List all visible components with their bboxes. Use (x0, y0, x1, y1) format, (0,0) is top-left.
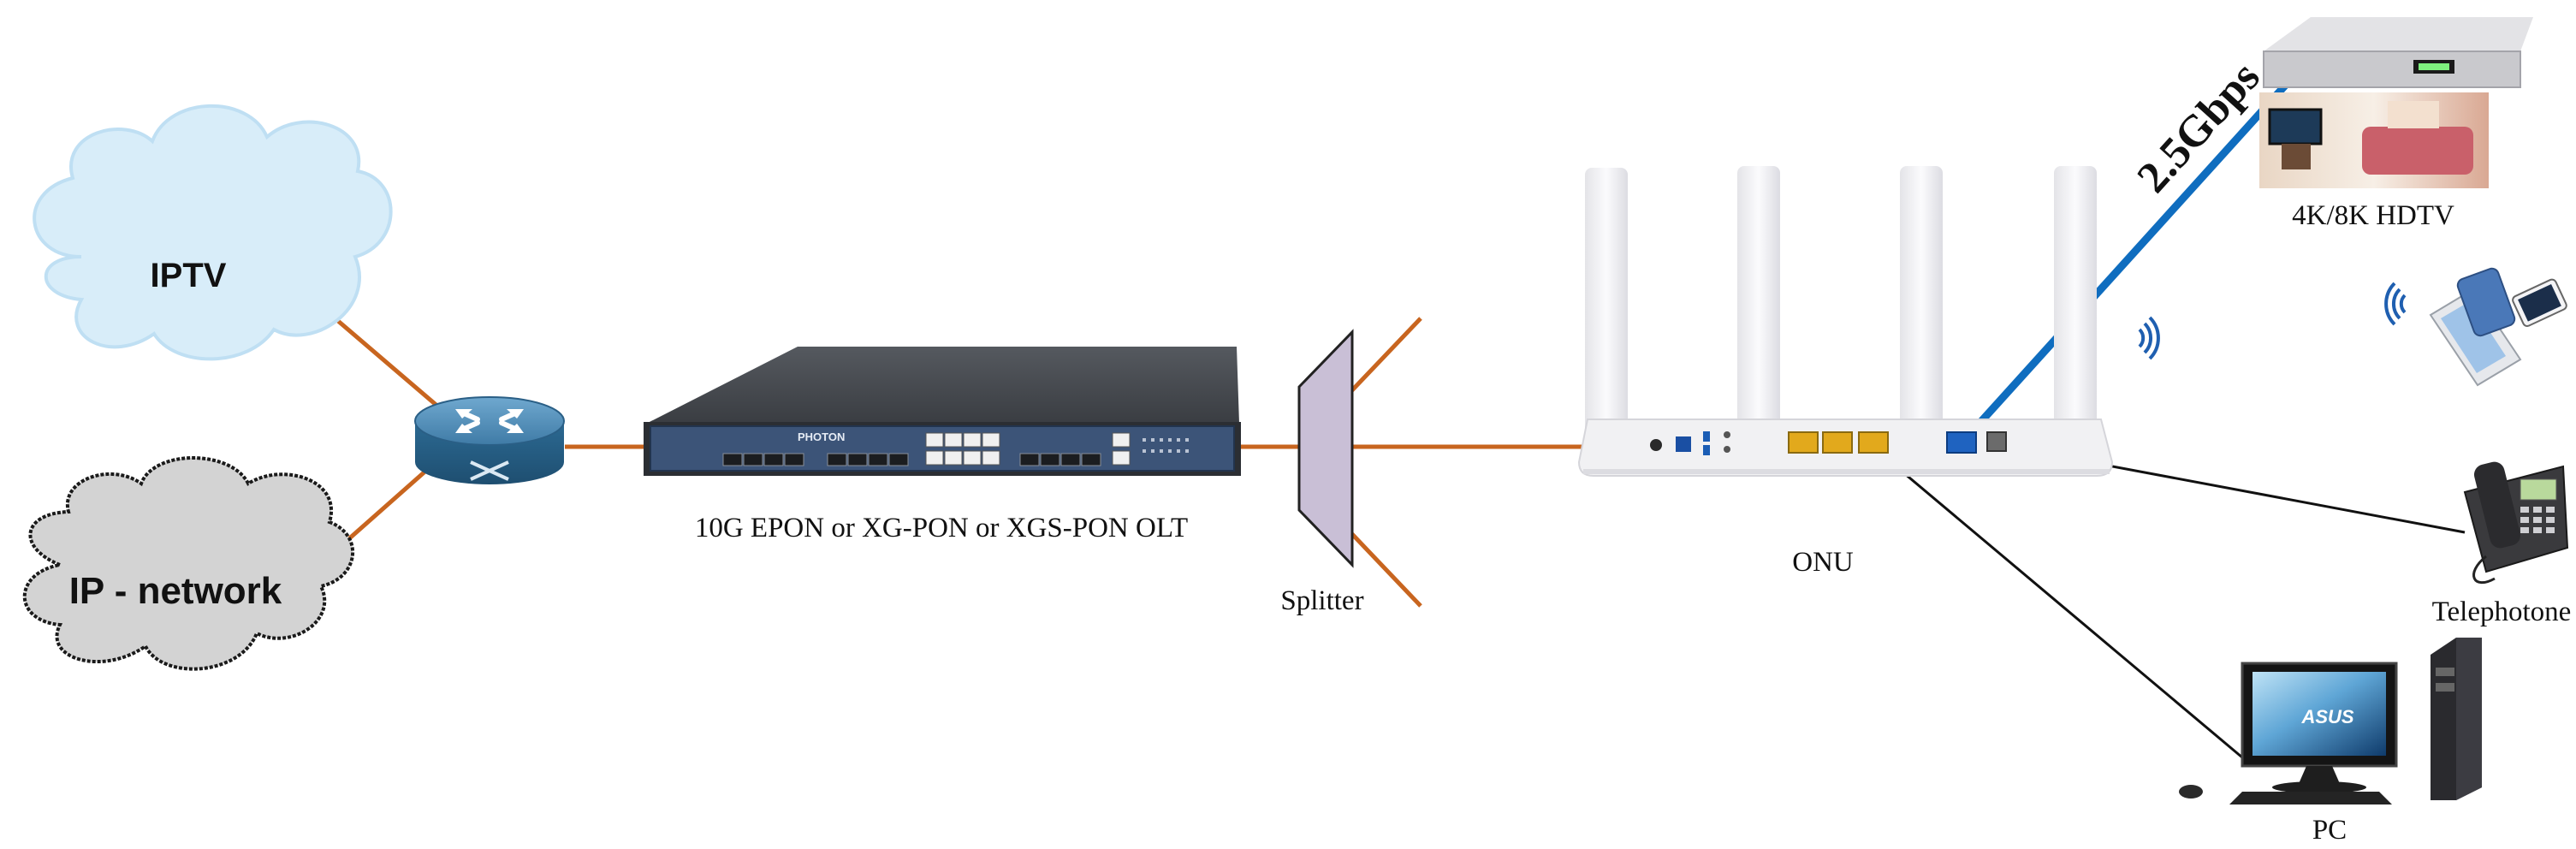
ip-network-cloud[interactable]: IP - network (22, 456, 354, 671)
ip-network-label: IP - network (69, 570, 282, 612)
telephone-device[interactable]: Telephotone (2432, 460, 2572, 627)
connection-lines (308, 82, 2466, 759)
onu-device[interactable]: ONU (1577, 166, 2114, 578)
antenna-2 (1737, 166, 1780, 444)
pc-device[interactable]: ASUS PC (2179, 638, 2482, 846)
hdtv-device[interactable]: 4K/8K HDTV (2259, 17, 2533, 231)
onu-hdtv-link[interactable] (1956, 82, 2288, 448)
splitter-branch-down (1349, 531, 1422, 608)
cloud-icon (22, 456, 354, 671)
monitor-brand-label: ASUS (2300, 706, 2353, 727)
telephone-label: Telephotone (2432, 597, 2572, 627)
desk-phone-icon (2463, 461, 2569, 585)
onu-router-icon (1577, 166, 2114, 477)
wifi-signal-icon (2384, 282, 2407, 326)
antenna-3 (1900, 166, 1943, 444)
olt-chassis-icon: PHOTON (644, 347, 1241, 476)
antenna-4 (2054, 166, 2097, 444)
router-icon (414, 396, 565, 484)
olt-device[interactable]: PHOTON 10G EPON or (644, 347, 1241, 543)
mobile-devices[interactable] (2384, 267, 2567, 387)
onu-pc-link (1882, 454, 2243, 759)
pc-label: PC (2312, 815, 2347, 846)
olt-label: 10G EPON or XG-PON or XGS-PON OLT (695, 513, 1188, 543)
antenna-1 (1585, 168, 1628, 446)
iptv-cloud[interactable]: IPTV (33, 104, 393, 361)
set-top-box-icon (2263, 17, 2533, 88)
wifi-signal-icon (2138, 316, 2160, 360)
iptv-router-link (336, 319, 447, 414)
iptv-label: IPTV (151, 257, 227, 294)
hdtv-label: 4K/8K HDTV (2292, 200, 2454, 231)
cloud-icon (33, 104, 393, 361)
splitter-label: Splitter (1280, 585, 1363, 616)
splitter-icon (1297, 329, 1354, 568)
tv-screen-icon (2259, 92, 2489, 188)
onu-label: ONU (1792, 547, 1854, 578)
splitter-device[interactable]: Splitter (1280, 329, 1364, 616)
desktop-pc-icon: ASUS (2179, 638, 2482, 804)
mobile-devices-icon (2429, 267, 2567, 387)
core-router[interactable] (414, 396, 565, 484)
olt-brand-label: PHOTON (798, 430, 845, 443)
splitter-branch-up (1349, 317, 1422, 394)
